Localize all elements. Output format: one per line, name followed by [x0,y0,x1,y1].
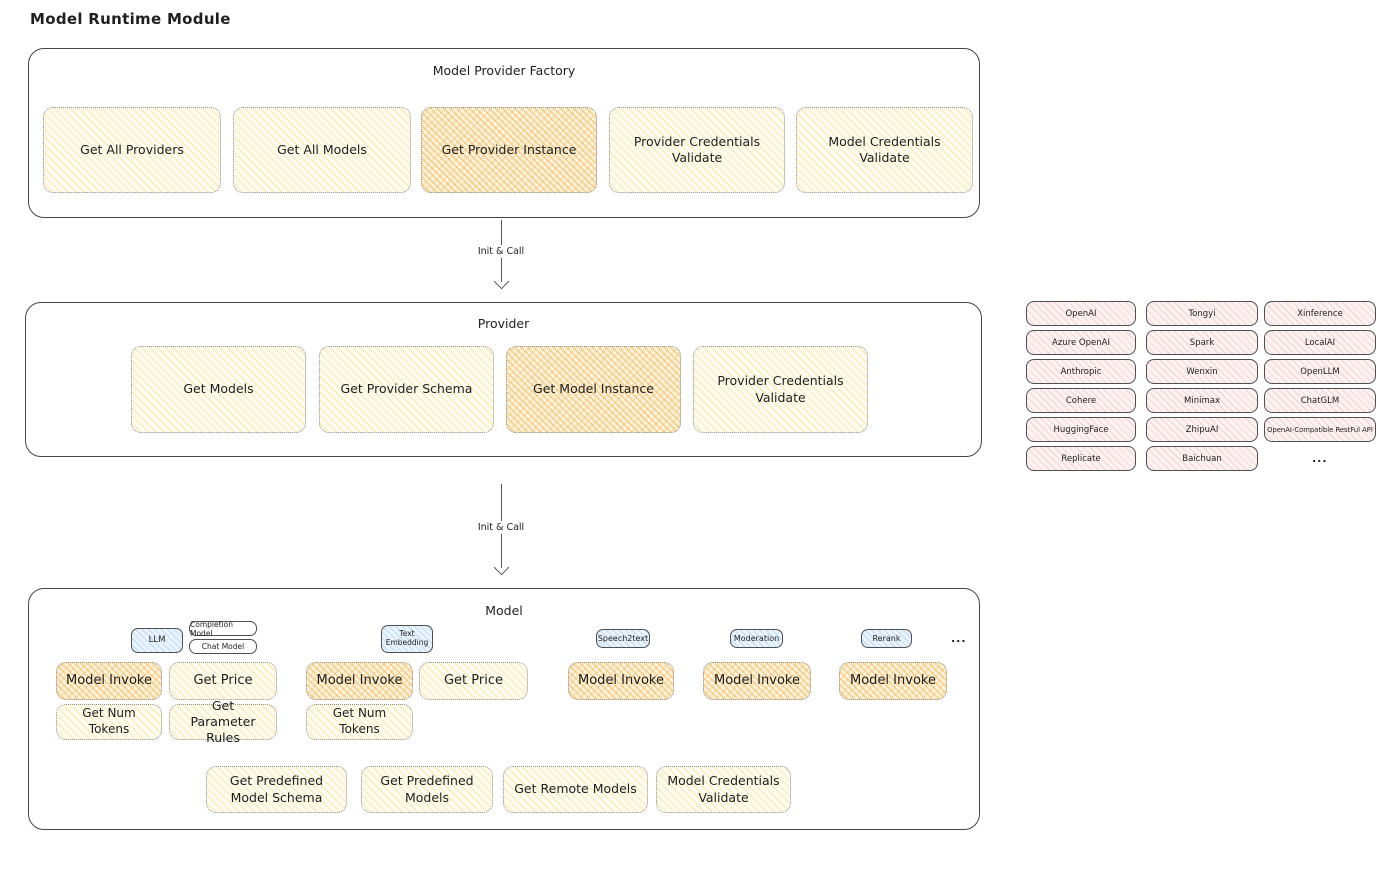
provider-chip-openllm: OpenLLM [1264,359,1376,384]
init-call-arrow-2-label: Init & Call [472,521,530,534]
init-call-arrow-1-head [493,273,510,290]
node-model-credentials-validate: Model Credentials Validate [796,107,973,193]
init-call-arrow-2-head [493,559,510,576]
provider-chip-huggingface: HuggingFace [1026,417,1136,442]
node-get-all-models: Get All Models [233,107,411,193]
model-title: Model [485,603,523,618]
provider-chip-openai-compatible: OpenAI-Compatible RestFul API [1264,417,1376,442]
provider-chip-tongyi: Tongyi [1146,301,1258,326]
node-moderation-model-invoke: Model Invoke [703,662,811,700]
node-get-provider-schema: Get Provider Schema [319,346,494,433]
model-tabs-more-ellipsis: ... [951,632,967,645]
node-llm-get-price: Get Price [169,662,277,700]
node-get-predefined-models: Get Predefined Models [361,766,493,813]
provider-box: Provider Get Models Get Provider Schema … [25,302,997,472]
node-get-provider-instance: Get Provider Instance [421,107,597,193]
node-llm-get-parameter-rules: Get Parameter Rules [169,698,277,745]
node-te-get-num-tokens: Get Num Tokens [306,704,413,740]
model-provider-factory-box: Model Provider Factory Get All Providers… [28,48,980,218]
tab-llm: LLM [131,628,183,653]
provider-chip-xinference: Xinference [1264,301,1376,326]
init-call-arrow-1-label: Init & Call [472,245,530,258]
node-model-credentials-validate-2: Model Credentials Validate [656,766,791,813]
node-llm-get-num-tokens: Get Num Tokens [56,704,162,740]
provider-chip-anthropic: Anthropic [1026,359,1136,384]
provider-chip-azure-openai: Azure OpenAI [1026,330,1136,355]
provider-chip-openai: OpenAI [1026,301,1136,326]
node-s2t-model-invoke: Model Invoke [568,662,674,700]
node-get-remote-models: Get Remote Models [503,766,648,813]
provider-chip-localai: LocalAI [1264,330,1376,355]
provider-chip-wenxin: Wenxin [1146,359,1258,384]
provider-chip-spark: Spark [1146,330,1258,355]
provider-title: Provider [477,316,530,331]
node-te-model-invoke: Model Invoke [306,662,413,700]
tab-rerank: Rerank [861,629,912,648]
node-get-models: Get Models [131,346,306,433]
node-provider-credentials-validate-2: Provider Credentials Validate [693,346,868,433]
provider-more-ellipsis: ... [1312,452,1328,465]
provider-chip-minimax: Minimax [1146,388,1258,413]
page-title: Model Runtime Module [30,10,231,28]
node-rerank-model-invoke: Model Invoke [839,662,947,700]
model-box: Model LLM Completion Model Chat Model Te… [28,588,995,845]
provider-chip-replicate: Replicate [1026,446,1136,471]
node-llm-model-invoke: Model Invoke [56,662,162,700]
node-te-get-price: Get Price [419,662,528,700]
tab-moderation: Moderation [730,629,783,648]
node-get-all-providers: Get All Providers [43,107,221,193]
tab-chat-model: Chat Model [189,639,257,654]
node-provider-credentials-validate: Provider Credentials Validate [609,107,785,193]
tab-text-embedding: Text Embedding [381,625,433,653]
provider-chip-cohere: Cohere [1026,388,1136,413]
node-get-model-instance: Get Model Instance [506,346,681,433]
tab-completion-model: Completion Model [189,620,257,638]
factory-title: Model Provider Factory [432,63,576,78]
provider-chip-chatglm: ChatGLM [1264,388,1376,413]
provider-chip-baichuan: Baichuan [1146,446,1258,471]
node-get-predefined-model-schema: Get Predefined Model Schema [206,766,347,813]
provider-chip-zhipuai: ZhipuAI [1146,417,1258,442]
tab-speech2text: Speech2text [596,629,650,648]
